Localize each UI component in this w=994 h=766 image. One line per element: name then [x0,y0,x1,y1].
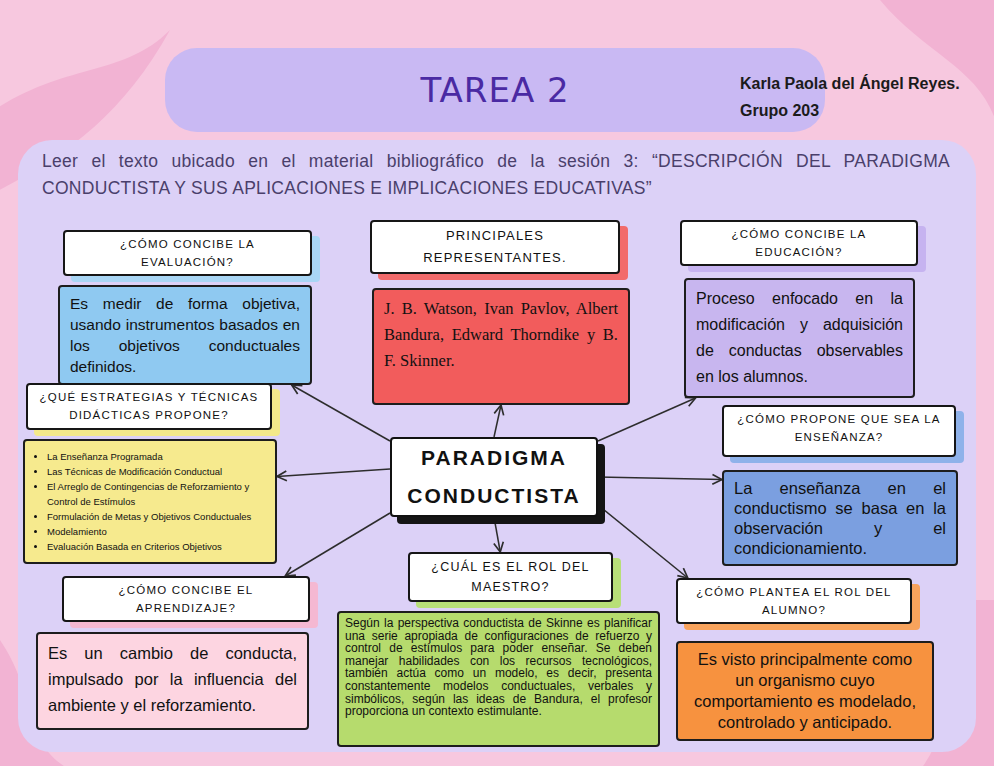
question-box: ¿CÓMO CONCIBE LA EDUCACIÓN? [680,220,918,266]
question-text: ¿QUÉ ESTRATEGIAS Y TÉCNICAS DIDÁCTICAS P… [36,388,262,424]
answer-text: Es un cambio de conducta, impulsado por … [48,640,297,718]
answer-text: Según la perspectiva conductista de Skin… [345,617,652,718]
answer-text: J. B. Watson, Ivan Pavlov, Albert Bandur… [384,296,618,374]
arrow-connector [598,477,722,480]
question-text: ¿CÓMO PROPONE QUE SEA LA ENSEÑANZA? [732,410,946,446]
list-item: El Arreglo de Contingencias de Reforzami… [47,479,267,509]
question-text: ¿CÓMO CONCIBE LA EDUCACIÓN? [690,225,908,261]
question-text: ¿CÓMO CONCIBE LA EVALUACIÓN? [73,235,302,271]
instruction-text: Leer el texto ubicado en el material bib… [42,148,950,202]
question-box: PRINCIPALES REPRESENTANTES. [370,220,620,274]
concept-text: PARADIGMA CONDUCTISTA [398,439,590,515]
answer-text: Es medir de forma objetiva, usando instr… [70,293,300,377]
question-text: ¿CUÁL ES EL ROL DEL MAESTRO? [418,557,603,597]
question-box: ¿QUÉ ESTRATEGIAS Y TÉCNICAS DIDÁCTICAS P… [26,383,272,430]
list-box: La Enseñanza ProgramadaLas Técnicas de M… [23,439,277,564]
title-banner: TAREA 2 [165,48,825,132]
panel [18,140,976,752]
group-name: Grupo 203 [740,100,819,122]
question-text: ¿CÓMO CONCIBE EL APRENDIZAJE? [72,581,300,617]
list-item: Las Técnicas de Modificación Conductual [47,464,267,479]
question-text: ¿CÓMO PLANTEA EL ROL DEL ALUMNO? [686,583,902,619]
list-item: La Enseñanza Programada [47,449,267,464]
list-item: Evaluación Basada en Criterios Objetivos [47,539,267,554]
author-name: Karla Paola del Ángel Reyes. [740,73,960,95]
answer-text: Es visto principalmente como un organism… [688,649,922,733]
list-item: Modelamiento [47,524,267,539]
answer-text: Proceso enfocado en la modificación y ad… [696,286,903,390]
answer-box: Es un cambio de conducta, impulsado por … [36,632,309,730]
question-box: ¿CÓMO PLANTEA EL ROL DEL ALUMNO? [676,578,912,624]
answer-box: Es visto principalmente como un organism… [676,641,934,741]
bullet-list: La Enseñanza ProgramadaLas Técnicas de M… [33,449,267,554]
list-item: Formulación de Metas y Objetivos Conduct… [47,509,267,524]
answer-text: La enseñanza en el conductismo se basa e… [734,478,946,558]
answer-box: Es medir de forma objetiva, usando instr… [58,285,312,385]
question-text: PRINCIPALES REPRESENTANTES. [380,225,610,269]
arrow-connector [494,405,501,437]
title-text: TAREA 2 [165,48,825,132]
leaf-shape [880,0,994,140]
arrow-connector [285,513,390,576]
question-box: ¿CÓMO PROPONE QUE SEA LA ENSEÑANZA? [722,405,956,457]
answer-box: J. B. Watson, Ivan Pavlov, Albert Bandur… [372,288,630,405]
arrow-connector [277,469,390,477]
arrow-connector [494,517,500,552]
answer-box: La enseñanza en el conductismo se basa e… [722,470,958,566]
question-box: ¿CÓMO CONCIBE LA EVALUACIÓN? [63,230,312,276]
answer-box: Proceso enfocado en la modificación y ad… [684,278,915,398]
central-concept-box: PARADIGMA CONDUCTISTA [390,437,598,517]
question-box: ¿CÓMO CONCIBE EL APRENDIZAJE? [62,576,310,622]
question-box: ¿CUÁL ES EL ROL DEL MAESTRO? [408,552,613,602]
answer-box: Según la perspectiva conductista de Skin… [337,611,660,747]
